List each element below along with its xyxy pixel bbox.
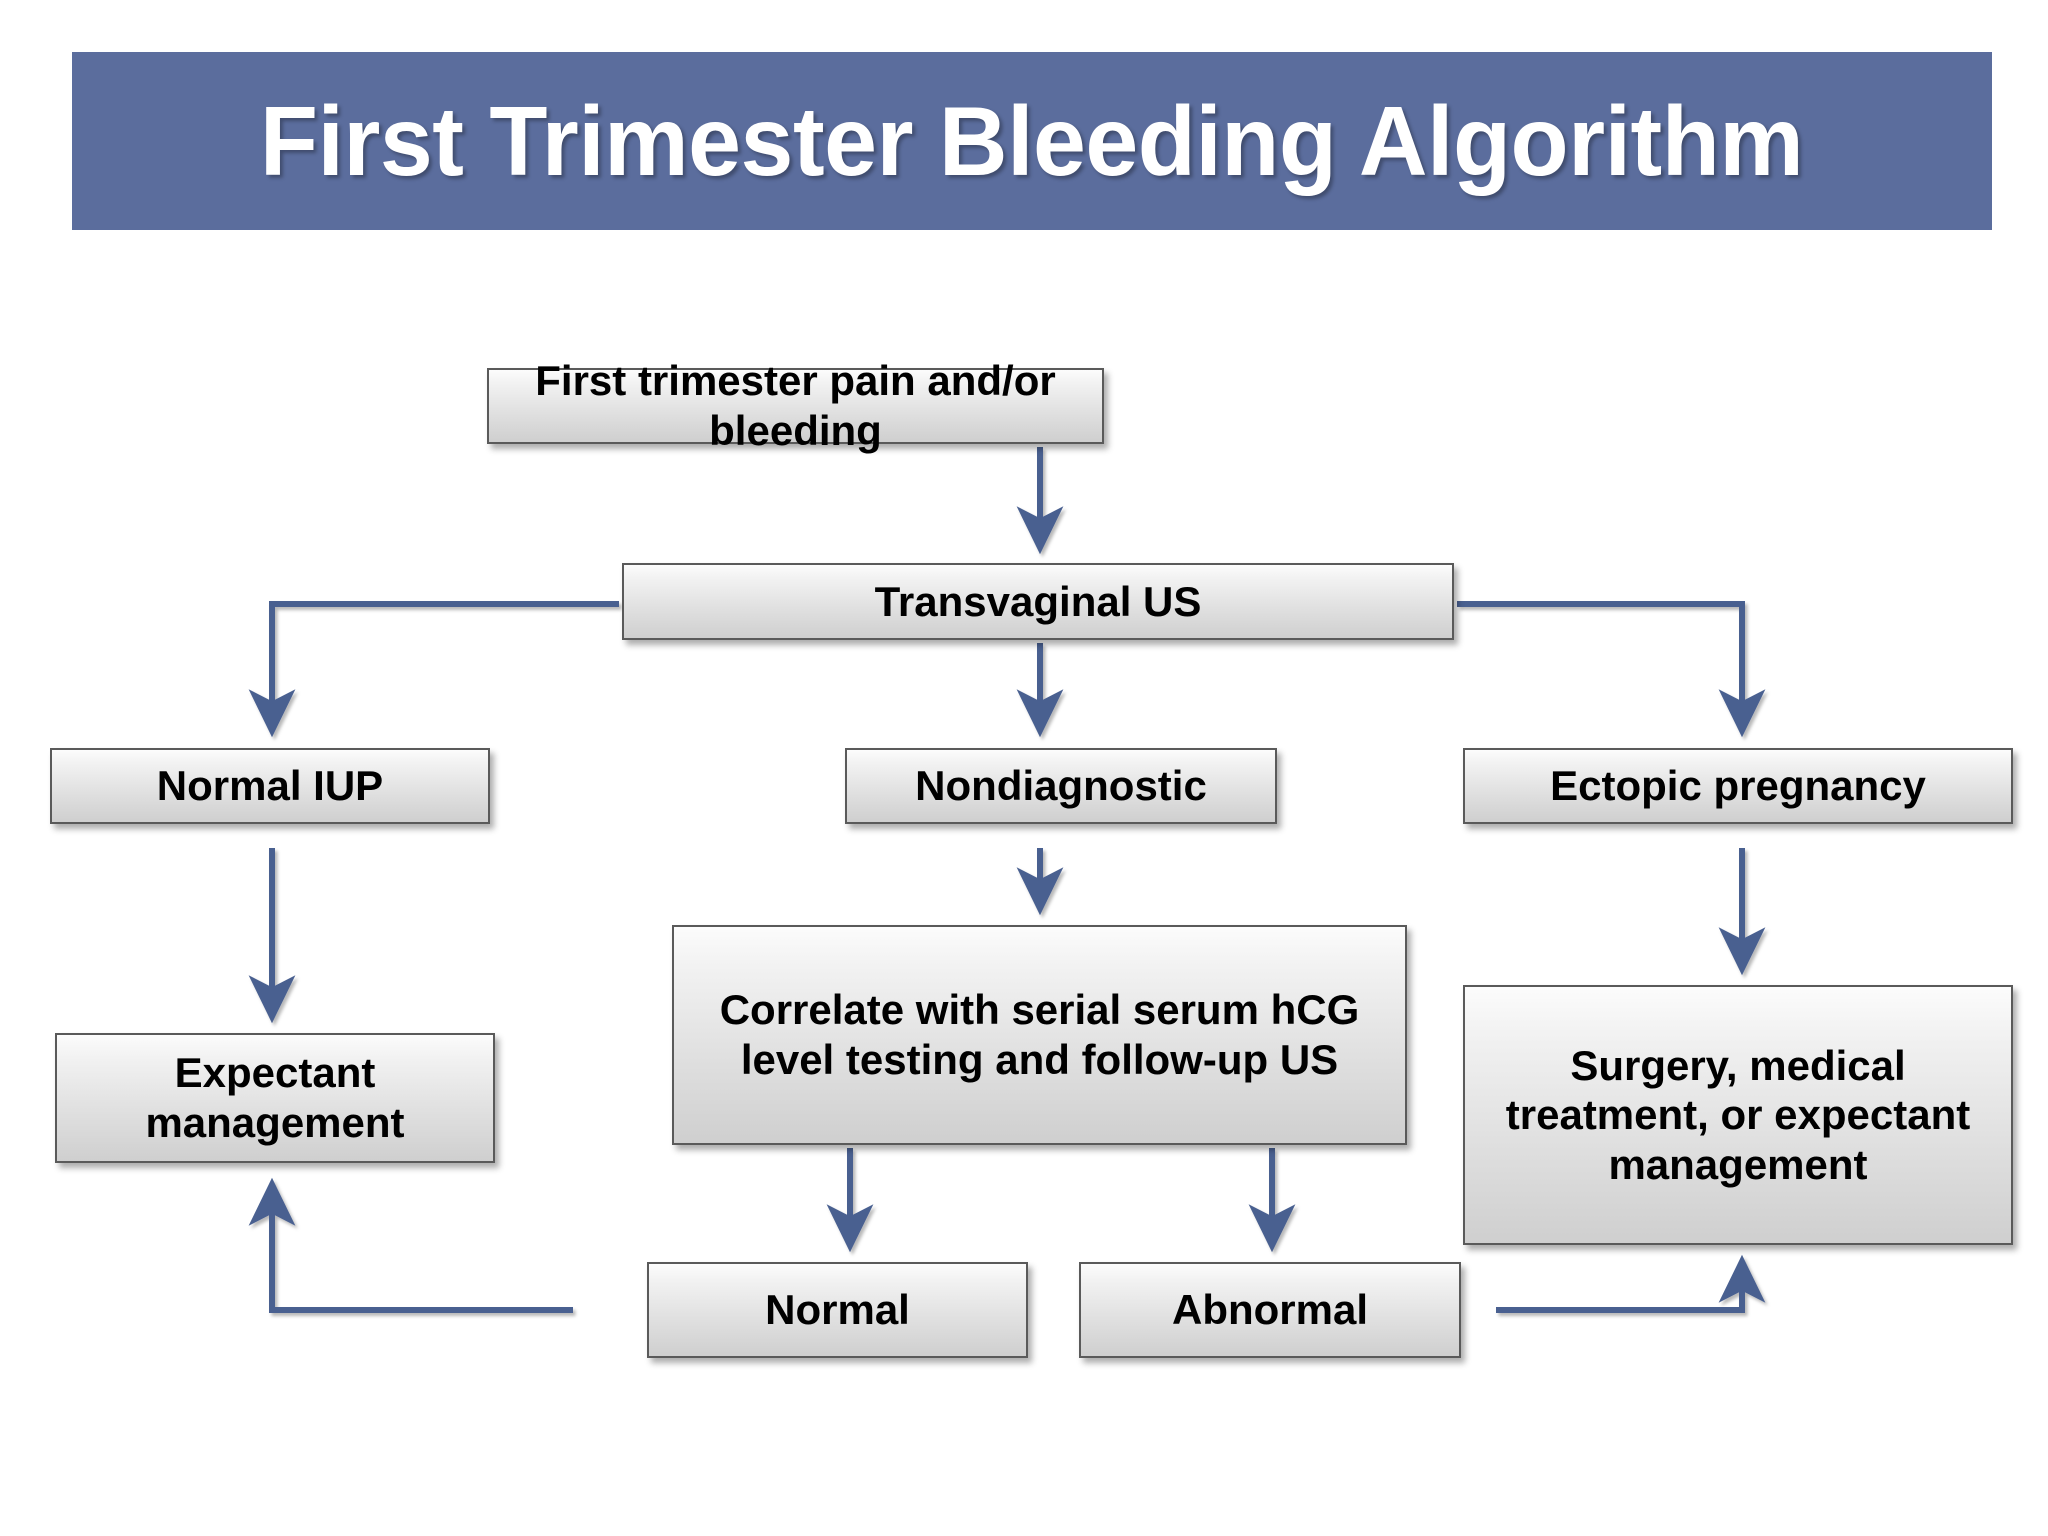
node-label: Ectopic pregnancy — [1550, 762, 1926, 810]
page-title: First Trimester Bleeding Algorithm — [260, 86, 1804, 196]
node-correlate-serial-hcg[interactable]: Correlate with serial serum hCG level te… — [672, 925, 1407, 1145]
title-banner: First Trimester Bleeding Algorithm — [72, 52, 1992, 230]
edge-normal-to-expectant — [248, 1177, 573, 1313]
node-normal[interactable]: Normal — [647, 1262, 1028, 1358]
edge-tvus-to-ectopic — [1457, 601, 1766, 738]
node-ectopic-pregnancy[interactable]: Ectopic pregnancy — [1463, 748, 2013, 824]
edge-abnormal-to-surgery — [1496, 1254, 1766, 1313]
node-label: Normal — [765, 1286, 910, 1334]
node-normal-iup[interactable]: Normal IUP — [50, 748, 490, 824]
node-label: Correlate with serial serum hCG level te… — [719, 986, 1360, 1083]
node-label: Transvaginal US — [874, 577, 1202, 625]
node-abnormal[interactable]: Abnormal — [1079, 1262, 1461, 1358]
node-label: Nondiagnostic — [915, 762, 1207, 810]
node-label: First trimester pain and/or bleeding — [535, 357, 1056, 454]
node-first-trimester-pain-bleeding[interactable]: First trimester pain and/or bleeding — [487, 357, 1104, 454]
node-transvaginal-us[interactable]: Transvaginal US — [622, 563, 1454, 640]
node-label: Expectant management — [145, 1049, 405, 1146]
node-nondiagnostic[interactable]: Nondiagnostic — [845, 748, 1277, 824]
edge-tvus-to-normal-iup — [248, 601, 619, 738]
node-label: Surgery, medical treatment, or expectant… — [1505, 1041, 1971, 1188]
node-label: Abnormal — [1171, 1286, 1368, 1334]
node-label: Normal IUP — [156, 762, 384, 810]
node-surgery-medical-expectant[interactable]: Surgery, medical treatment, or expectant… — [1463, 985, 2013, 1245]
node-expectant-management[interactable]: Expectant management — [55, 1033, 495, 1163]
